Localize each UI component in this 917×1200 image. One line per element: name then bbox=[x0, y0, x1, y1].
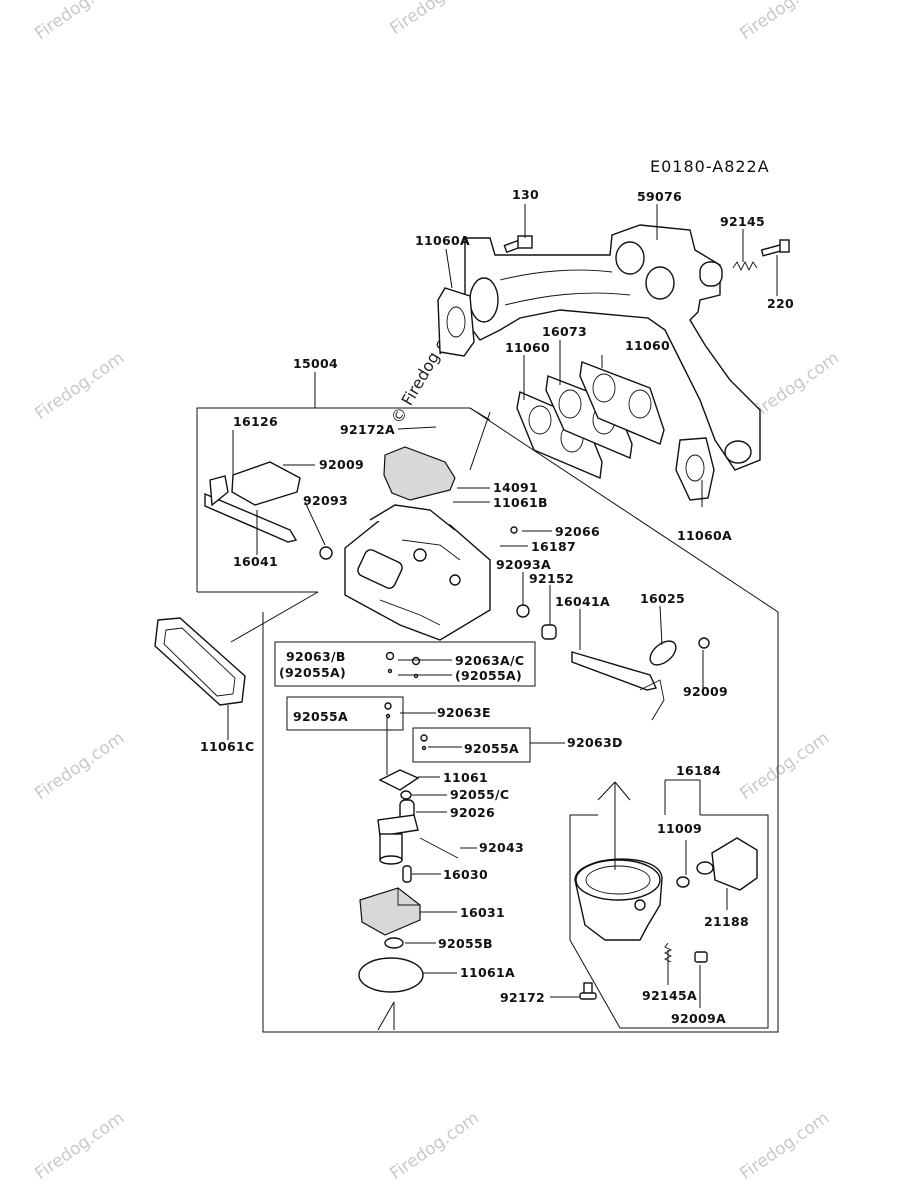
label-11061A: 11061A bbox=[460, 965, 515, 980]
label-16031: 16031 bbox=[460, 905, 505, 920]
watermark-1: Firedog.com bbox=[31, 0, 128, 44]
label-92009A: 92009A bbox=[671, 1011, 726, 1026]
choke-plate-14091 bbox=[383, 446, 456, 501]
watermark-6: Firedog.com bbox=[31, 728, 128, 804]
label-92172A: 92172A bbox=[340, 422, 395, 437]
label-92043: 92043 bbox=[479, 840, 524, 855]
label-16025: 16025 bbox=[640, 591, 685, 606]
label-59076: 59076 bbox=[637, 189, 682, 204]
label-92055C: 92055/C bbox=[450, 787, 509, 802]
label-11060-right: 11060 bbox=[625, 338, 670, 353]
label-15004: 15004 bbox=[293, 356, 338, 371]
label-11060-left: 11060 bbox=[505, 340, 550, 355]
label-92093: 92093 bbox=[303, 493, 348, 508]
label-92026: 92026 bbox=[450, 805, 495, 820]
emulsion-tube-assembly bbox=[377, 769, 459, 883]
diagram-code: E0180-A822A bbox=[650, 157, 770, 176]
watermark-4: Firedog.com bbox=[31, 348, 128, 424]
insulator-gaskets bbox=[516, 361, 665, 480]
bolt-130 bbox=[503, 235, 533, 254]
washers bbox=[319, 526, 710, 649]
watermark-10: Firedog.com bbox=[736, 1108, 833, 1184]
screw-220 bbox=[760, 239, 790, 257]
jets bbox=[384, 651, 428, 751]
watermark-2: Firedog.com bbox=[386, 0, 483, 39]
label-92152: 92152 bbox=[529, 571, 574, 586]
label-16187: 16187 bbox=[531, 539, 576, 554]
label-130: 130 bbox=[512, 187, 539, 202]
label-92063D: 92063D bbox=[567, 735, 623, 750]
float-chamber-16184 bbox=[574, 858, 663, 941]
watermark-5: Firedog.com bbox=[746, 348, 843, 424]
label-14091: 14091 bbox=[493, 480, 538, 495]
leader-lines bbox=[227, 204, 778, 1031]
carburetor-body bbox=[344, 504, 491, 641]
plate-16126 bbox=[231, 461, 301, 506]
label-16041: 16041 bbox=[233, 554, 278, 569]
screws-bottom bbox=[579, 942, 708, 1000]
label-92063AC: 92063A/C bbox=[455, 653, 524, 668]
throttle-shaft-16041A bbox=[571, 640, 677, 721]
label-92063E: 92063E bbox=[437, 705, 491, 720]
label-92055A-paren-left: (92055A) bbox=[279, 665, 346, 680]
label-11009: 11009 bbox=[657, 821, 702, 836]
label-16041A: 16041A bbox=[555, 594, 610, 609]
label-11061: 11061 bbox=[443, 770, 488, 785]
label-21188: 21188 bbox=[704, 914, 749, 929]
watermark-7: Firedog.com bbox=[736, 728, 833, 804]
solenoid-21188 bbox=[676, 837, 758, 891]
float-16031 bbox=[359, 887, 421, 936]
label-92055B: 92055B bbox=[438, 936, 493, 951]
choke-shaft-16041 bbox=[204, 475, 298, 543]
label-92093A: 92093A bbox=[496, 557, 551, 572]
label-16030: 16030 bbox=[443, 867, 488, 882]
label-220: 220 bbox=[767, 296, 794, 311]
label-11060A-top: 11060A bbox=[415, 233, 470, 248]
manifold-gasket-upper bbox=[437, 287, 475, 357]
label-16073: 16073 bbox=[542, 324, 587, 339]
manifold-gasket-lower bbox=[675, 437, 715, 501]
flange-gasket-11061C bbox=[154, 617, 246, 706]
jet-box-1 bbox=[274, 641, 536, 687]
watermark-8: Firedog.com bbox=[31, 1108, 128, 1184]
label-92009-a: 92009 bbox=[319, 457, 364, 472]
label-11061B: 11061B bbox=[493, 495, 548, 510]
part-labels: 130 59076 92145 11060A 220 16073 11060 1… bbox=[200, 187, 794, 1026]
watermark-9: Firedog.com bbox=[386, 1108, 483, 1184]
intake-manifold bbox=[464, 224, 761, 471]
watermark-3: Firedog.com bbox=[736, 0, 833, 44]
label-92172: 92172 bbox=[500, 990, 545, 1005]
label-11060A-bottom: 11060A bbox=[677, 528, 732, 543]
label-92145: 92145 bbox=[720, 214, 765, 229]
label-92145A: 92145A bbox=[642, 988, 697, 1003]
o-rings bbox=[358, 937, 424, 993]
label-92063B: 92063/B bbox=[286, 649, 346, 664]
label-92066: 92066 bbox=[555, 524, 600, 539]
label-16184: 16184 bbox=[676, 763, 721, 778]
label-92009-b: 92009 bbox=[683, 684, 728, 699]
label-92055A-paren-right: (92055A) bbox=[455, 668, 522, 683]
label-11061C: 11061C bbox=[200, 739, 254, 754]
jet-box-3 bbox=[412, 727, 531, 763]
label-92055A-box: 92055A bbox=[293, 709, 348, 724]
assembly-frame bbox=[196, 372, 779, 1033]
solenoid-box bbox=[569, 814, 769, 1029]
spring-92145 bbox=[732, 260, 758, 272]
label-92055A-d: 92055A bbox=[464, 741, 519, 756]
label-16126: 16126 bbox=[233, 414, 278, 429]
